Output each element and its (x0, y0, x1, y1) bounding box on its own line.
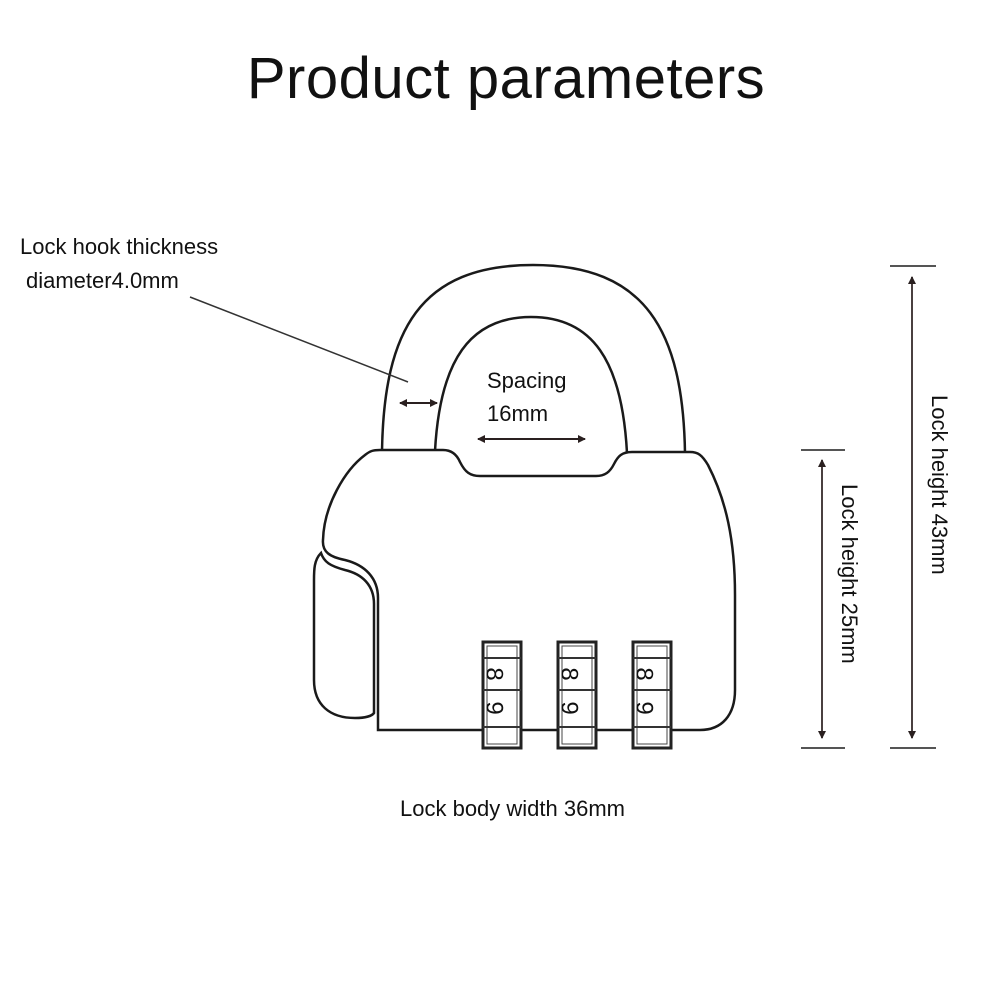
hook-thickness-leader-line (189, 296, 409, 383)
dial-3-bottom-digit: 9 (631, 701, 658, 714)
body-width-label: Lock body width 36mm (400, 796, 625, 821)
hook-thickness-label-line1: Lock hook thickness (20, 234, 219, 259)
spacing-label-line2: 16mm (487, 401, 549, 426)
page-title: Product parameters (246, 46, 766, 111)
dial-1-top-digit: 8 (481, 667, 508, 680)
body-height-label: Lock height 25mm (837, 484, 862, 664)
dial-3-top-digit: 8 (631, 667, 658, 680)
total-height-label: Lock height 43mm (927, 395, 952, 575)
dial-wheel-1[interactable]: 8 9 (481, 640, 523, 750)
lock-body (321, 448, 737, 732)
dial-2-top-digit: 8 (556, 667, 583, 680)
dial-2-bottom-digit: 9 (556, 701, 583, 714)
dial-wheel-2[interactable]: 8 9 (556, 640, 598, 750)
shackle-outer (380, 263, 687, 454)
hook-thickness-label-line2: diameter4.0mm (26, 268, 179, 293)
dial-wheel-3[interactable]: 8 9 (631, 640, 673, 750)
dial-1-bottom-digit: 9 (481, 701, 508, 714)
shackle-inner (433, 315, 629, 454)
spacing-label-line1: Spacing (487, 368, 567, 393)
side-button (312, 550, 376, 720)
